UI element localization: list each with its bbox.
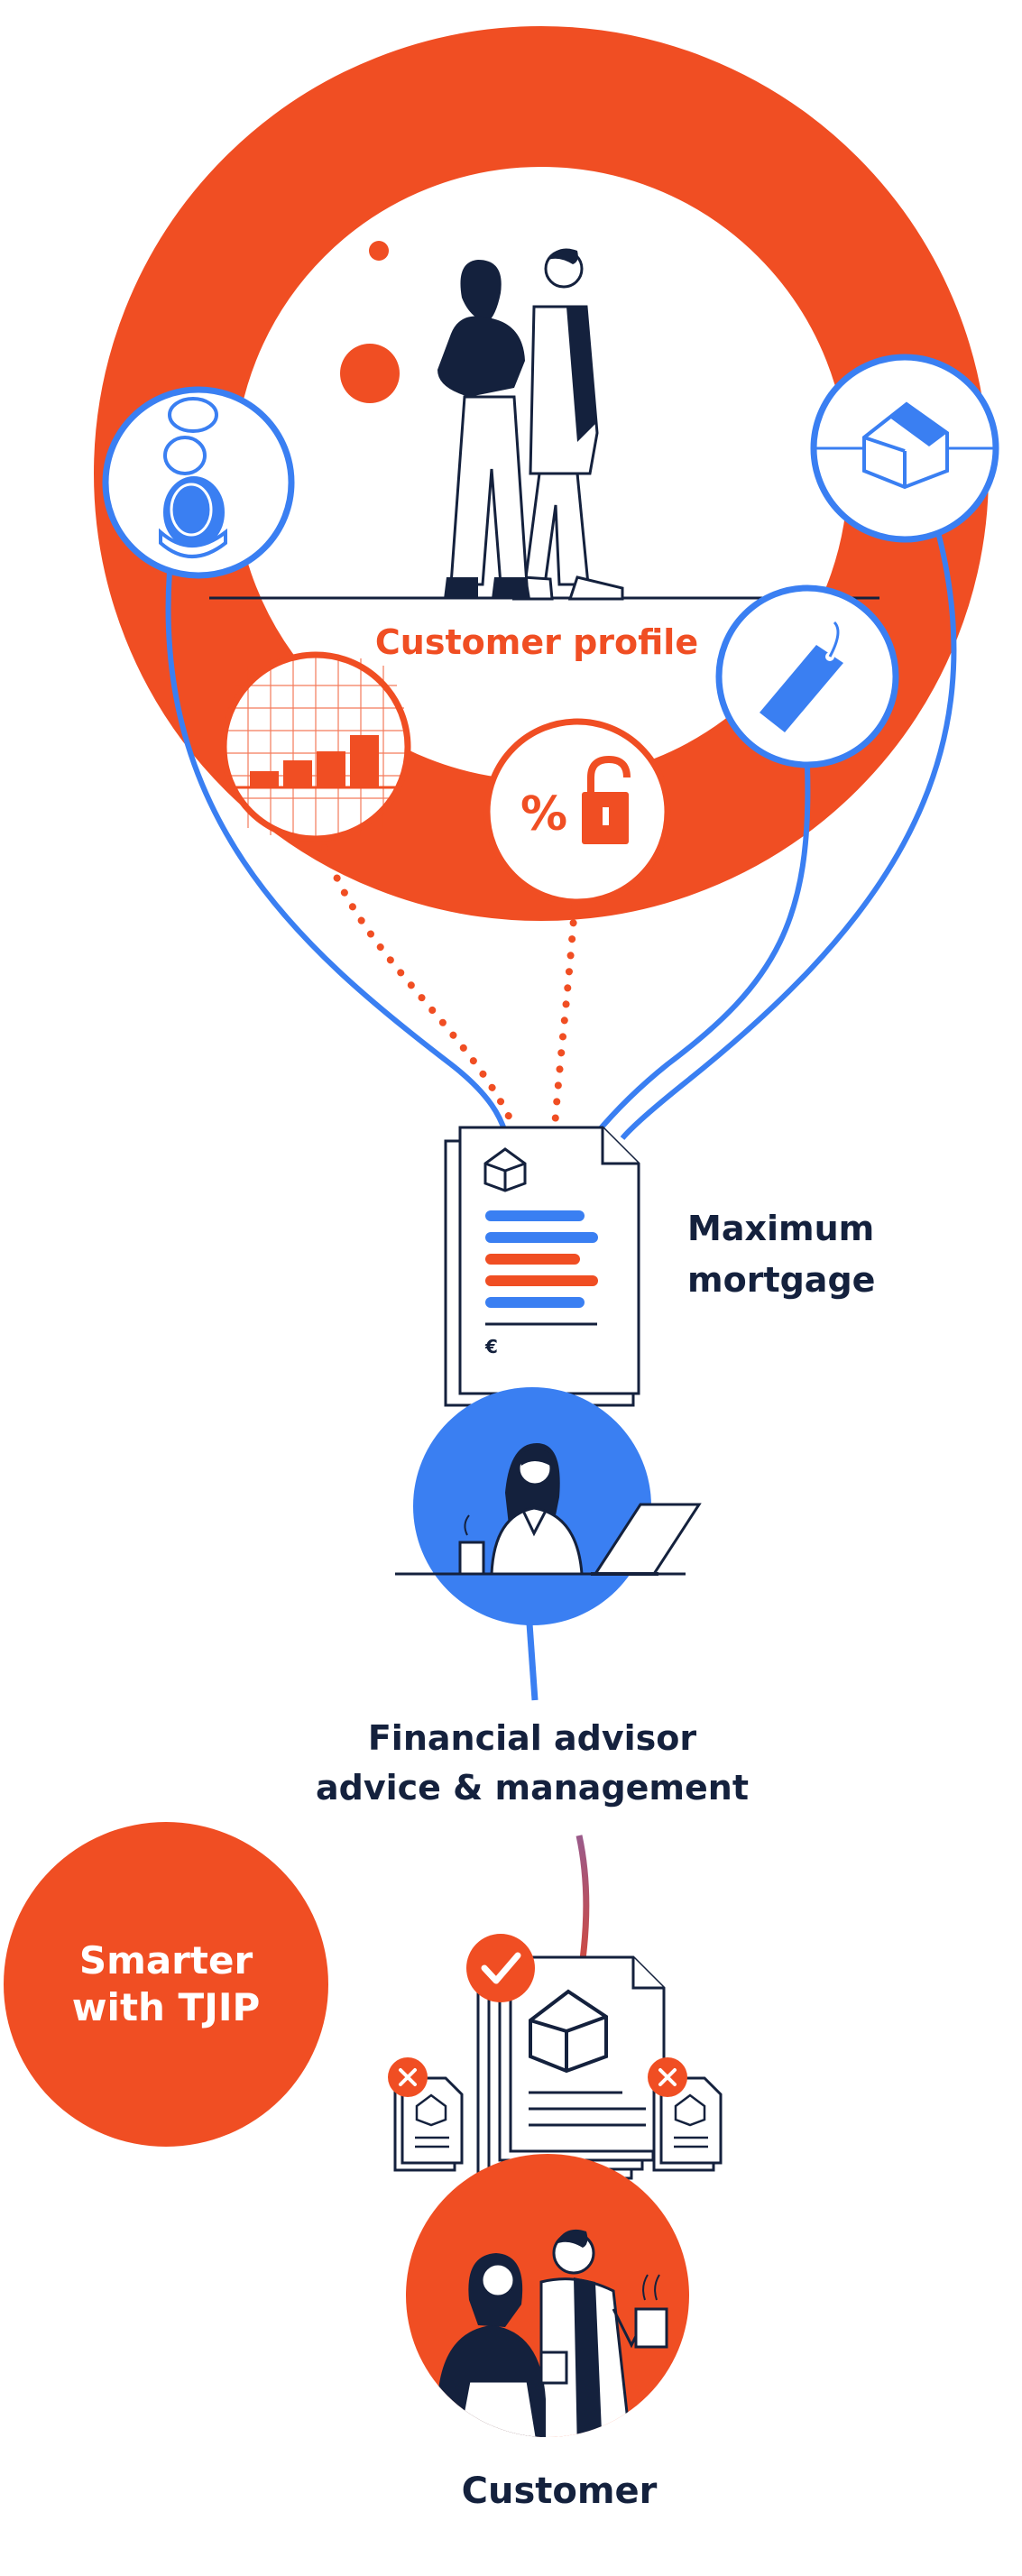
document-line (485, 1297, 585, 1308)
connector-coins (165, 549, 508, 1133)
document-house-icon (483, 1147, 527, 1192)
price-tag-icon (760, 621, 843, 732)
coffee-cup-icon (458, 1541, 485, 1576)
coins-node (102, 386, 295, 579)
currency-symbol: € (484, 1336, 498, 1357)
decor-dot-small (369, 241, 389, 261)
tjip-badge-line2: with TJIP (72, 1985, 260, 2029)
coffee-cup-icon (539, 2351, 568, 2385)
coins-icon (159, 397, 227, 558)
reject-x-icon (388, 2057, 428, 2097)
customer-node (406, 2154, 689, 2437)
couple-illustration (437, 248, 624, 601)
reject-x-icon (648, 2057, 687, 2097)
customer-label: Customer (462, 2470, 658, 2512)
decor-dot-large (340, 344, 400, 403)
advisor-connector (526, 1623, 539, 1701)
connector-chart-dotted (321, 844, 518, 1131)
customer-couple-illustration (437, 2229, 668, 2437)
document-line (485, 1275, 598, 1286)
maximum-mortgage-label-line2: mortgage (687, 1260, 875, 1300)
advisor-label-line2: advice & management (316, 1768, 749, 1808)
bar-chart-icon (225, 655, 407, 839)
connector-tag (593, 766, 811, 1136)
mortgage-document-icon: € (444, 1126, 640, 1407)
document-line (485, 1210, 585, 1221)
customer-profile-label: Customer profile (375, 622, 698, 662)
unlocked-padlock-icon (582, 755, 631, 844)
tjip-badge-line1: Smarter (79, 1938, 253, 1983)
connector-percent-dotted (551, 903, 578, 1131)
document-line (485, 1232, 598, 1243)
document-line (485, 1254, 580, 1265)
advisor-node (395, 1387, 702, 1625)
advisor-illustration (458, 1443, 702, 1576)
tjip-badge: Smarter with TJIP (4, 1822, 328, 2147)
document-house-icon (529, 1989, 608, 2074)
coffee-cup-icon (634, 2307, 668, 2349)
approved-documents (466, 1934, 666, 2180)
rejected-document-left (388, 2057, 464, 2172)
interest-node: % (483, 718, 671, 906)
price-tag-node (715, 584, 899, 768)
check-icon (466, 1934, 535, 2002)
bar-chart-node (220, 651, 411, 842)
advisor-label-line1: Financial advisor (368, 1718, 697, 1758)
house-outline-icon (862, 401, 949, 490)
house-node (810, 354, 999, 543)
percent-icon: % (520, 787, 567, 842)
connector-house (620, 531, 957, 1140)
customer-connector (575, 1835, 590, 1967)
maximum-mortgage-label-line1: Maximum (687, 1209, 874, 1248)
rejected-document-right (648, 2057, 723, 2172)
laptop-icon (591, 1503, 702, 1576)
